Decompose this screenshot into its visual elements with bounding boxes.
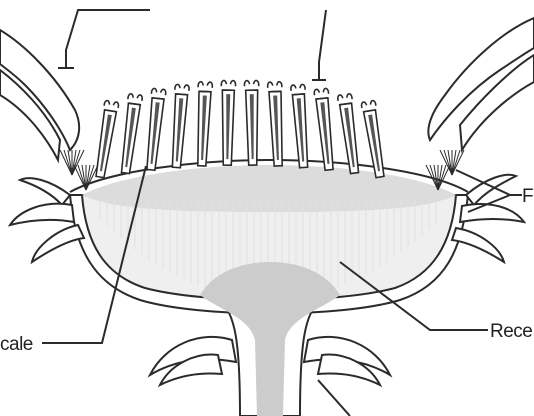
pappus-bristle	[438, 165, 446, 190]
florets-label: F	[522, 186, 533, 207]
receptacle-label: Rece	[490, 321, 532, 342]
disc-floret	[314, 88, 336, 170]
bract-upper-right	[428, 18, 534, 150]
top-callouts	[58, 10, 326, 80]
pappus-bristle	[72, 150, 80, 175]
disc-floret	[195, 82, 213, 167]
disc-floret	[144, 88, 166, 170]
top-callout-left	[58, 10, 150, 68]
pappus-bristle	[444, 150, 452, 175]
disc-floret	[337, 94, 361, 174]
pappus-bristle	[64, 150, 72, 175]
disc-floret	[118, 94, 142, 174]
scale-label: cale	[0, 334, 33, 355]
bracts-right-rim	[452, 175, 524, 262]
disc-floret	[169, 84, 189, 168]
pappus-bristle	[86, 165, 94, 190]
disc-floret	[291, 84, 311, 168]
bract-upper-left	[0, 30, 79, 160]
disc-floret	[267, 82, 285, 167]
disc-floret	[244, 80, 259, 165]
disc-floret	[220, 80, 235, 165]
top-callout-right	[312, 10, 326, 80]
bottom-callout	[318, 380, 350, 416]
